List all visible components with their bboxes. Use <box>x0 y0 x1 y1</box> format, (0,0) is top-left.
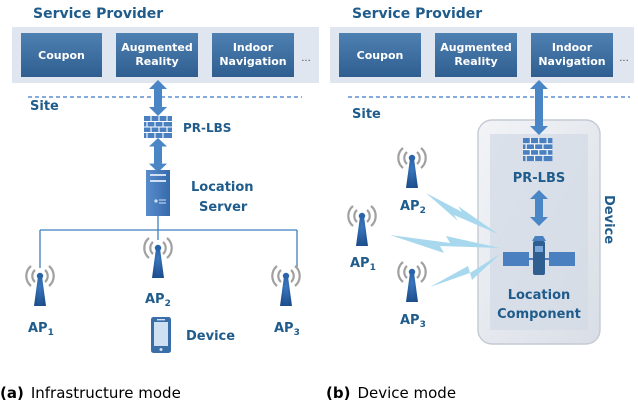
component-label-line2: Component <box>497 307 581 322</box>
service-label-line2: Navigation <box>219 55 286 68</box>
arrow-prlbs-server-a <box>149 138 167 173</box>
prlbs-label-b: PR-LBS <box>513 171 566 186</box>
caption-b: (b)Device mode <box>326 384 456 402</box>
service-label-line1: Indoor <box>233 41 274 54</box>
arrow-provider-prlbs-b <box>530 80 548 135</box>
network-lines-a <box>39 216 298 268</box>
ap1-label-b: AP1 <box>350 256 376 273</box>
ap3-label-a: AP3 <box>274 321 300 338</box>
service-box-indoor-navigation-a: Indoor Navigation <box>212 33 294 77</box>
device-label-b: Device <box>601 195 616 244</box>
antenna-icon-ap1-b <box>347 204 377 248</box>
service-box-coupon-a: Coupon <box>21 33 102 77</box>
service-label-line2: Reality <box>454 55 497 68</box>
service-provider-title-b: Service Provider <box>352 6 482 22</box>
ap3-label-b: AP3 <box>400 313 426 330</box>
service-label-line1: Augmented <box>121 41 193 54</box>
service-box-augmented-reality-b: Augmented Reality <box>435 33 517 77</box>
service-label-line2: Navigation <box>538 55 605 68</box>
server-label-line1: Location <box>191 180 254 195</box>
service-box-augmented-reality-a: Augmented Reality <box>116 33 198 77</box>
antenna-icon-ap2-a <box>143 236 173 280</box>
service-label-line2: Reality <box>135 55 178 68</box>
antenna-icon-ap3-b <box>397 260 427 304</box>
wireless-signal-ap3 <box>430 254 500 287</box>
antenna-icon-ap1-a <box>25 264 55 308</box>
server-icon <box>146 170 170 216</box>
service-box-indoor-navigation-b: Indoor Navigation <box>531 33 613 77</box>
phone-icon <box>151 317 171 353</box>
device-label-a: Device <box>186 329 235 344</box>
panel-b: Service Provider Coupon Augmented Realit… <box>326 6 634 402</box>
firewall-icon-a <box>143 115 173 139</box>
location-component-icon <box>503 236 575 275</box>
service-provider-title-a: Service Provider <box>33 6 163 22</box>
service-label-line1: Augmented <box>440 41 512 54</box>
panel-a: Service Provider Coupon Augmented Realit… <box>0 6 319 402</box>
wireless-signal-ap2 <box>426 193 498 234</box>
service-box-coupon-b: Coupon <box>339 33 421 77</box>
wireless-signal-ap1 <box>390 235 500 253</box>
service-label: Coupon <box>38 49 85 62</box>
site-label-a: Site <box>30 99 59 114</box>
ap2-label-a: AP2 <box>145 292 171 309</box>
more-services-ellipsis-a: ... <box>301 53 311 64</box>
prlbs-label-a: PR-LBS <box>183 121 231 135</box>
more-services-ellipsis-b: ... <box>619 53 629 64</box>
device-container <box>477 119 601 345</box>
ap2-label-b: AP2 <box>400 199 426 216</box>
site-label-b: Site <box>352 107 381 122</box>
antenna-icon-ap3-a <box>271 264 301 308</box>
arrow-provider-prlbs-a <box>149 80 167 116</box>
server-label-line2: Server <box>199 200 248 215</box>
antenna-icon-ap2-b <box>397 146 427 190</box>
caption-a: (a)Infrastructure mode <box>0 384 181 402</box>
component-label-line1: Location <box>508 288 571 303</box>
firewall-icon-b <box>522 137 553 162</box>
service-label-line1: Indoor <box>552 41 593 54</box>
ap1-label-a: AP1 <box>28 321 54 338</box>
service-label: Coupon <box>357 49 404 62</box>
